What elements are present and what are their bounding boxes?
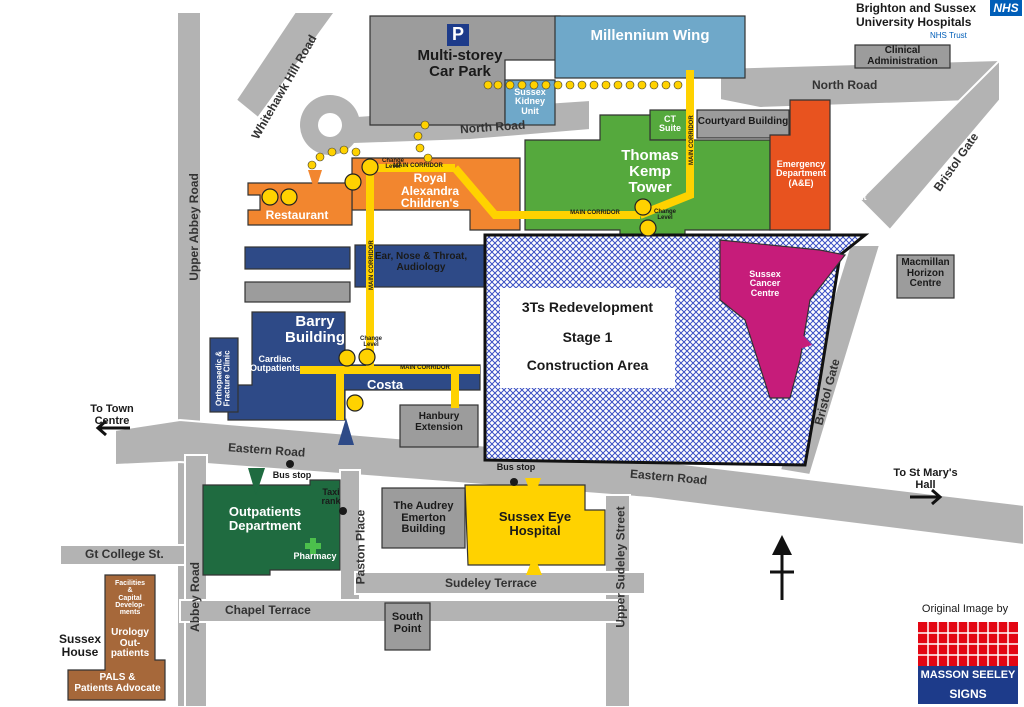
urgent-care-label: Urgent Care Centre	[837, 192, 867, 221]
change-level-3: Change Level	[359, 336, 382, 349]
pharmacy-cross-icon	[305, 538, 321, 554]
outpatients-label: Outpatients Department	[228, 504, 302, 533]
construction-label-box	[500, 288, 675, 388]
upper-abbey-road-label: Upper Abbey Road	[186, 173, 201, 281]
sudeley-terrace-label: Sudeley Terrace	[445, 576, 537, 590]
emergency-label: Emergency Department (A&E)	[775, 159, 826, 188]
ent-label: Ear, Nose & Throat, Audiology	[374, 251, 468, 273]
signs-text: SIGNS	[949, 687, 987, 701]
taxi-rank-label: Taxi rank	[321, 487, 341, 507]
masson-seeley-grid-lines	[918, 622, 1018, 666]
north-road-top-label: North Road	[812, 78, 878, 92]
entrance-arrows	[248, 170, 812, 575]
sussex-eye-label: Sussex Eye Hospital	[498, 509, 572, 538]
kidney-unit-label: Sussex Kidney Unit	[514, 87, 546, 116]
chapel-terrace-label: Chapel Terrace	[225, 603, 311, 617]
nhs-logo-text: NHS	[993, 1, 1019, 15]
pals-label: PALS & Patients Advocate	[74, 672, 161, 694]
main-corridor-vert-2: MAIN CORRIDOR	[688, 115, 695, 165]
change-level-2: Change Level	[653, 209, 676, 222]
st-marys-label: To St Mary's Hall	[893, 467, 958, 491]
ct-suite-label: CT Suite	[658, 114, 681, 134]
masson-seeley-text: MASSON SEELEY	[920, 669, 1016, 681]
abbey-road-label: Abbey Road	[188, 561, 203, 633]
clinical-admin-label: Clinical Administration	[867, 45, 938, 67]
construction-title: 3Ts Redevelopment	[521, 299, 654, 315]
urology-label: Urology Out- patients	[110, 627, 150, 659]
nhs-logo	[990, 0, 1022, 16]
main-corridor-1: MAIN CORRIDOR	[393, 163, 443, 169]
hanbury-label: Hanbury Extension	[415, 411, 463, 433]
lift-icons	[338, 158, 657, 367]
parking-icon	[447, 24, 469, 46]
masson-signs-banner	[918, 686, 1018, 704]
orthopaedic-label: Orthopaedic & Fracture Clinic	[214, 350, 232, 407]
south-point-label: South Point	[391, 611, 424, 635]
town-centre-label: To Town Centre	[90, 403, 134, 427]
pharmacy-label: Pharmacy	[293, 551, 337, 561]
cafe-icons	[261, 188, 364, 412]
original-image-credit: Original Image by	[921, 603, 1009, 615]
royal-alexandra-label: Royal Alexandra Children's Hospital	[400, 171, 460, 223]
costa-label: Costa Coffee	[364, 377, 406, 406]
macmillan-label: Macmillan Horizon Centre	[901, 257, 950, 289]
gt-college-label: Gt College St.	[85, 547, 164, 561]
sussex-cancer-label: Sussex Cancer Centre	[749, 269, 781, 298]
facilities-label: Facilities & Capital Develop- ments	[115, 580, 145, 617]
north-arrow-icon	[770, 535, 794, 600]
bus-stop-label-2: Bus stop	[496, 462, 536, 472]
parking-icon-label: P	[451, 24, 464, 44]
barry-building-label: Barry Building	[285, 313, 345, 346]
audrey-emerton-label: The Audrey Emerton Building	[393, 500, 454, 536]
direction-arrows	[95, 419, 943, 506]
construction-area: Construction Area	[526, 357, 649, 373]
restaurant-label: Restaurant	[265, 208, 329, 222]
trust-text: NHS Trust	[930, 31, 967, 40]
construction-stage: Stage 1	[562, 329, 613, 345]
roundabout-island	[318, 113, 342, 137]
bus-stop-label-1: Bus stop	[272, 470, 312, 480]
millennium-wing-label: Millennium Wing	[590, 27, 710, 44]
xray-label: X-Ray	[420, 349, 450, 360]
corridor-network	[300, 70, 694, 420]
upper-sudeley-label: Upper Sudeley Street	[613, 506, 628, 628]
main-corridor-vert-1: MAIN CORRIDOR	[368, 240, 375, 290]
masson-banner	[918, 666, 1018, 686]
org-name-line2: University Hospitals	[856, 15, 972, 29]
car-park-label: Multi-storey Car Park	[417, 47, 503, 80]
thomas-kemp-label: Thomas Kemp Tower	[621, 147, 679, 196]
org-name-line1: Brighton and Sussex	[856, 1, 977, 15]
courtyard-building-label: Courtyard Building	[697, 116, 789, 127]
sussex-house-label: Sussex House	[58, 632, 102, 659]
paston-place-label: Paston Place	[353, 509, 368, 585]
cardiac-label: Cardiac Outpatients	[249, 354, 300, 374]
main-corridor-3: MAIN CORRIDOR	[400, 365, 450, 371]
bus-stop-markers	[286, 460, 518, 515]
change-level-1: Change Level	[381, 158, 404, 171]
walking-route-dots	[307, 80, 683, 170]
main-corridor-2: MAIN CORRIDOR	[570, 210, 620, 216]
